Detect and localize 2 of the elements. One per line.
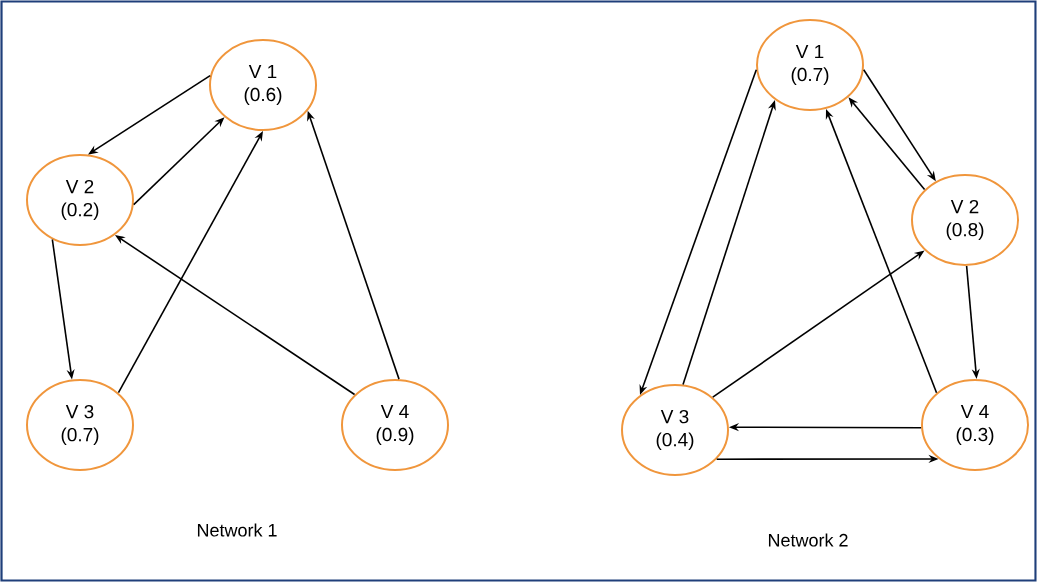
network-caption: Network 1 (197, 523, 277, 537)
network-caption: Network 2 (768, 533, 848, 547)
